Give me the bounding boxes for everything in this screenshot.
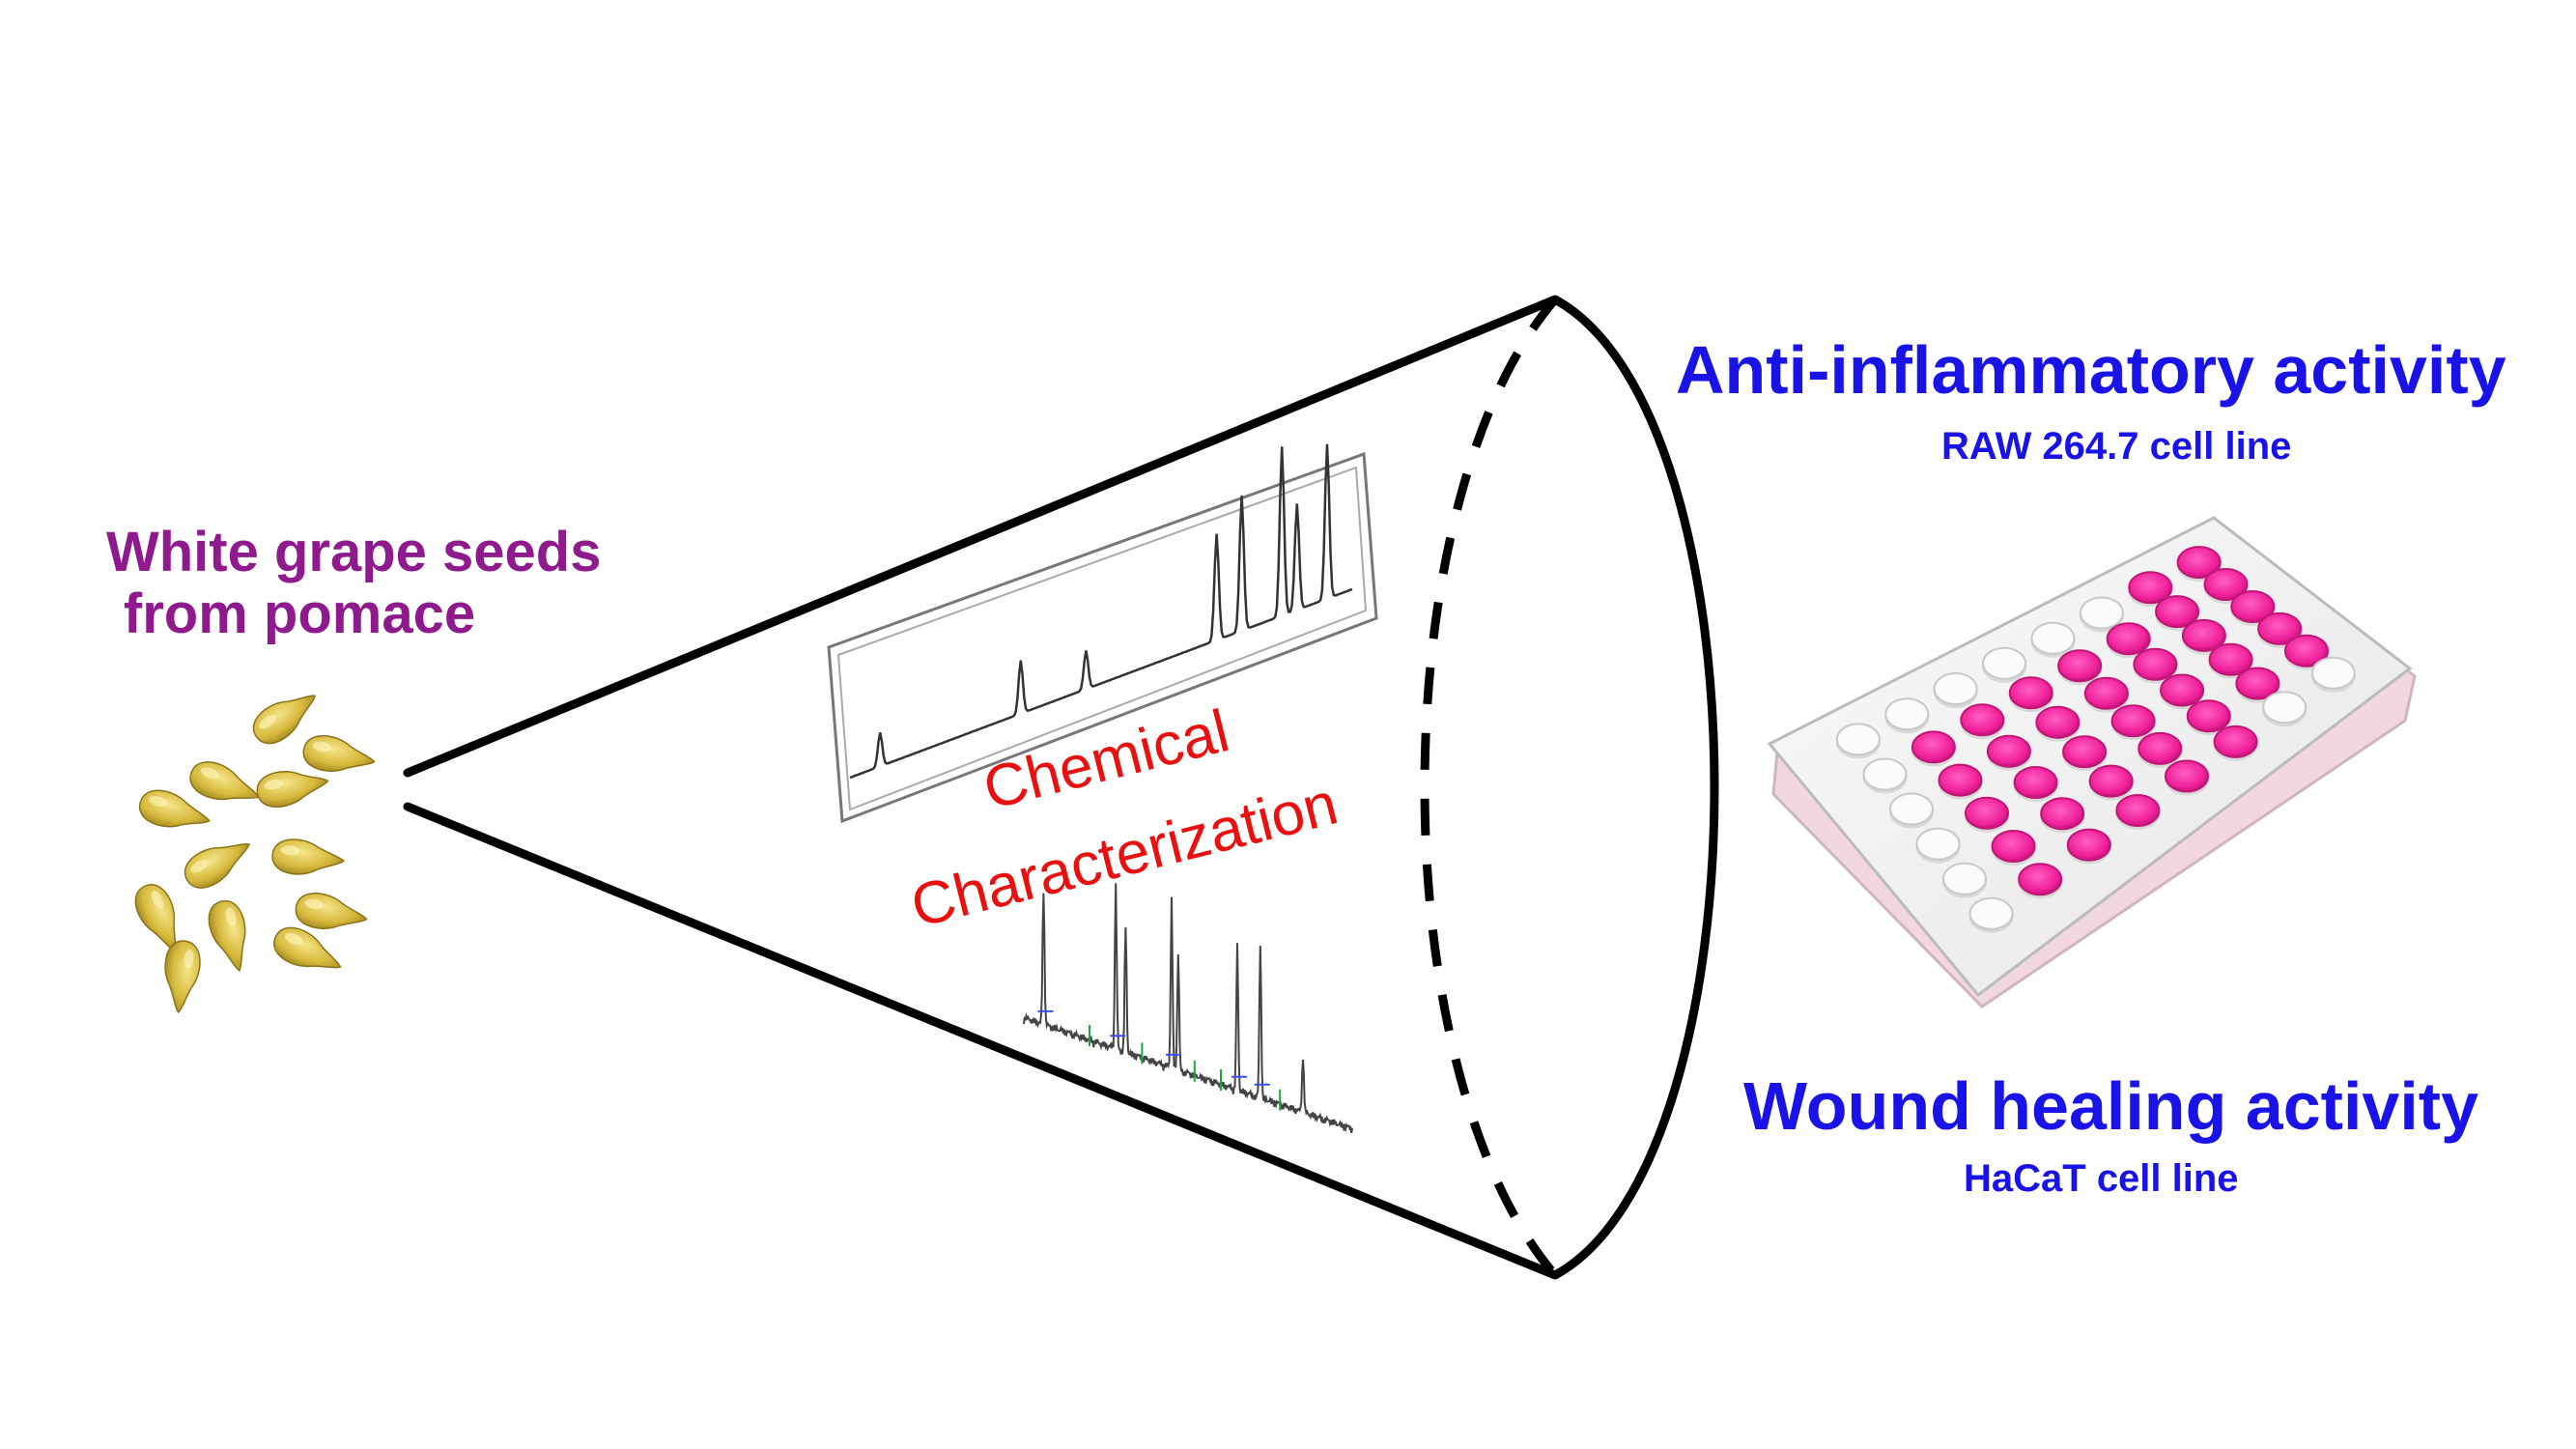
filled-well bbox=[2257, 611, 2303, 645]
filled-well bbox=[2040, 797, 2085, 831]
process-label: Chemical Characterization Characterizati… bbox=[905, 697, 1345, 940]
grape-seed-icon bbox=[252, 695, 316, 745]
filled-well bbox=[1965, 796, 2009, 830]
well-plate-wells bbox=[1835, 546, 2356, 933]
grape-seed-icon bbox=[273, 926, 342, 969]
extraction-cone bbox=[403, 295, 1719, 1280]
cone-lower-edge bbox=[403, 802, 1560, 1280]
process-label-line2: Characterization bbox=[905, 770, 1345, 940]
filled-well bbox=[2230, 590, 2276, 623]
filled-well bbox=[2284, 634, 2329, 668]
filled-well bbox=[2083, 676, 2129, 710]
filled-well bbox=[2160, 673, 2205, 707]
grape-seed-icon bbox=[164, 940, 201, 1013]
empty-well bbox=[2030, 621, 2076, 655]
filled-well bbox=[2181, 618, 2226, 652]
filled-well bbox=[2066, 828, 2111, 862]
filled-well bbox=[2128, 571, 2173, 605]
mass-spectrum-peak-labels bbox=[1037, 1009, 1270, 1086]
anti-inflammatory-title: Anti-inflammatory activity bbox=[1676, 332, 2506, 408]
filled-well bbox=[1960, 703, 2005, 737]
filled-well bbox=[2057, 649, 2103, 683]
filled-well bbox=[2208, 642, 2253, 676]
filled-well bbox=[2176, 546, 2222, 580]
grape-seed-icon bbox=[271, 838, 345, 875]
empty-well bbox=[1862, 757, 1908, 791]
chromatogram-trace bbox=[849, 443, 1353, 780]
source-label-line2: from pomace bbox=[123, 582, 476, 645]
cone-front-rim bbox=[1552, 296, 1719, 1279]
chromatogram-icon bbox=[827, 443, 1378, 824]
empty-well bbox=[1982, 646, 2027, 680]
empty-well bbox=[2079, 596, 2124, 630]
wound-healing-cell-line: HaCaT cell line bbox=[1964, 1157, 2239, 1200]
source-label: White grape seeds from pomace bbox=[106, 521, 602, 645]
mass-spectrum-icon bbox=[1023, 883, 1353, 1134]
grape-seeds-cluster bbox=[134, 695, 376, 1013]
filled-well bbox=[2008, 676, 2053, 710]
grape-seed-icon bbox=[208, 899, 246, 972]
cone-back-rim bbox=[1420, 297, 1559, 1278]
anti-inflammatory-cell-line: RAW 264.7 cell line bbox=[1941, 425, 2292, 468]
filled-well bbox=[1986, 734, 2031, 768]
mass-spectrum-trace bbox=[1023, 883, 1353, 1134]
mass-spectrum-minor-peaks bbox=[1089, 1025, 1282, 1111]
filled-well bbox=[2110, 704, 2156, 738]
grape-seed-icon bbox=[256, 771, 329, 808]
filled-well bbox=[1991, 830, 2036, 863]
filled-well bbox=[2155, 595, 2200, 629]
chromatogram-frame-inner bbox=[836, 466, 1368, 811]
filled-well bbox=[1938, 763, 1983, 797]
source-label-line1: White grape seeds bbox=[106, 521, 602, 583]
filled-well bbox=[2213, 724, 2258, 758]
empty-well bbox=[1968, 896, 2014, 930]
grape-seed-icon bbox=[189, 761, 260, 801]
filled-well bbox=[2186, 699, 2231, 733]
filled-well bbox=[2062, 735, 2108, 769]
filled-well bbox=[1911, 730, 1956, 764]
wound-healing-title: Wound healing activity bbox=[1743, 1068, 2479, 1144]
filled-well bbox=[2115, 794, 2161, 827]
filled-well bbox=[2106, 622, 2151, 656]
grape-seed-icon bbox=[138, 789, 211, 828]
grape-seed-icon bbox=[184, 842, 250, 889]
empty-well bbox=[2262, 691, 2307, 724]
empty-well bbox=[1933, 672, 1978, 705]
cone-upper-edge bbox=[403, 295, 1560, 778]
grape-seed-icon bbox=[302, 735, 376, 772]
filled-well bbox=[2018, 863, 2063, 896]
filled-well bbox=[2235, 667, 2280, 700]
empty-well bbox=[1884, 697, 1930, 731]
empty-well bbox=[1889, 792, 1934, 826]
empty-well bbox=[1915, 827, 1961, 861]
grape-seed-icon bbox=[134, 884, 177, 952]
filled-well bbox=[2013, 766, 2058, 799]
grape-seed-icon bbox=[295, 893, 368, 929]
filled-well bbox=[2203, 568, 2249, 601]
filled-well bbox=[2165, 759, 2209, 793]
filled-well bbox=[2088, 764, 2134, 798]
empty-well bbox=[2310, 656, 2356, 690]
empty-well bbox=[1942, 862, 1987, 895]
filled-well bbox=[2133, 647, 2178, 681]
well-plate-icon bbox=[1767, 516, 2417, 1009]
empty-well bbox=[1835, 723, 1881, 756]
filled-well bbox=[2035, 705, 2081, 739]
filled-well bbox=[2137, 731, 2183, 765]
